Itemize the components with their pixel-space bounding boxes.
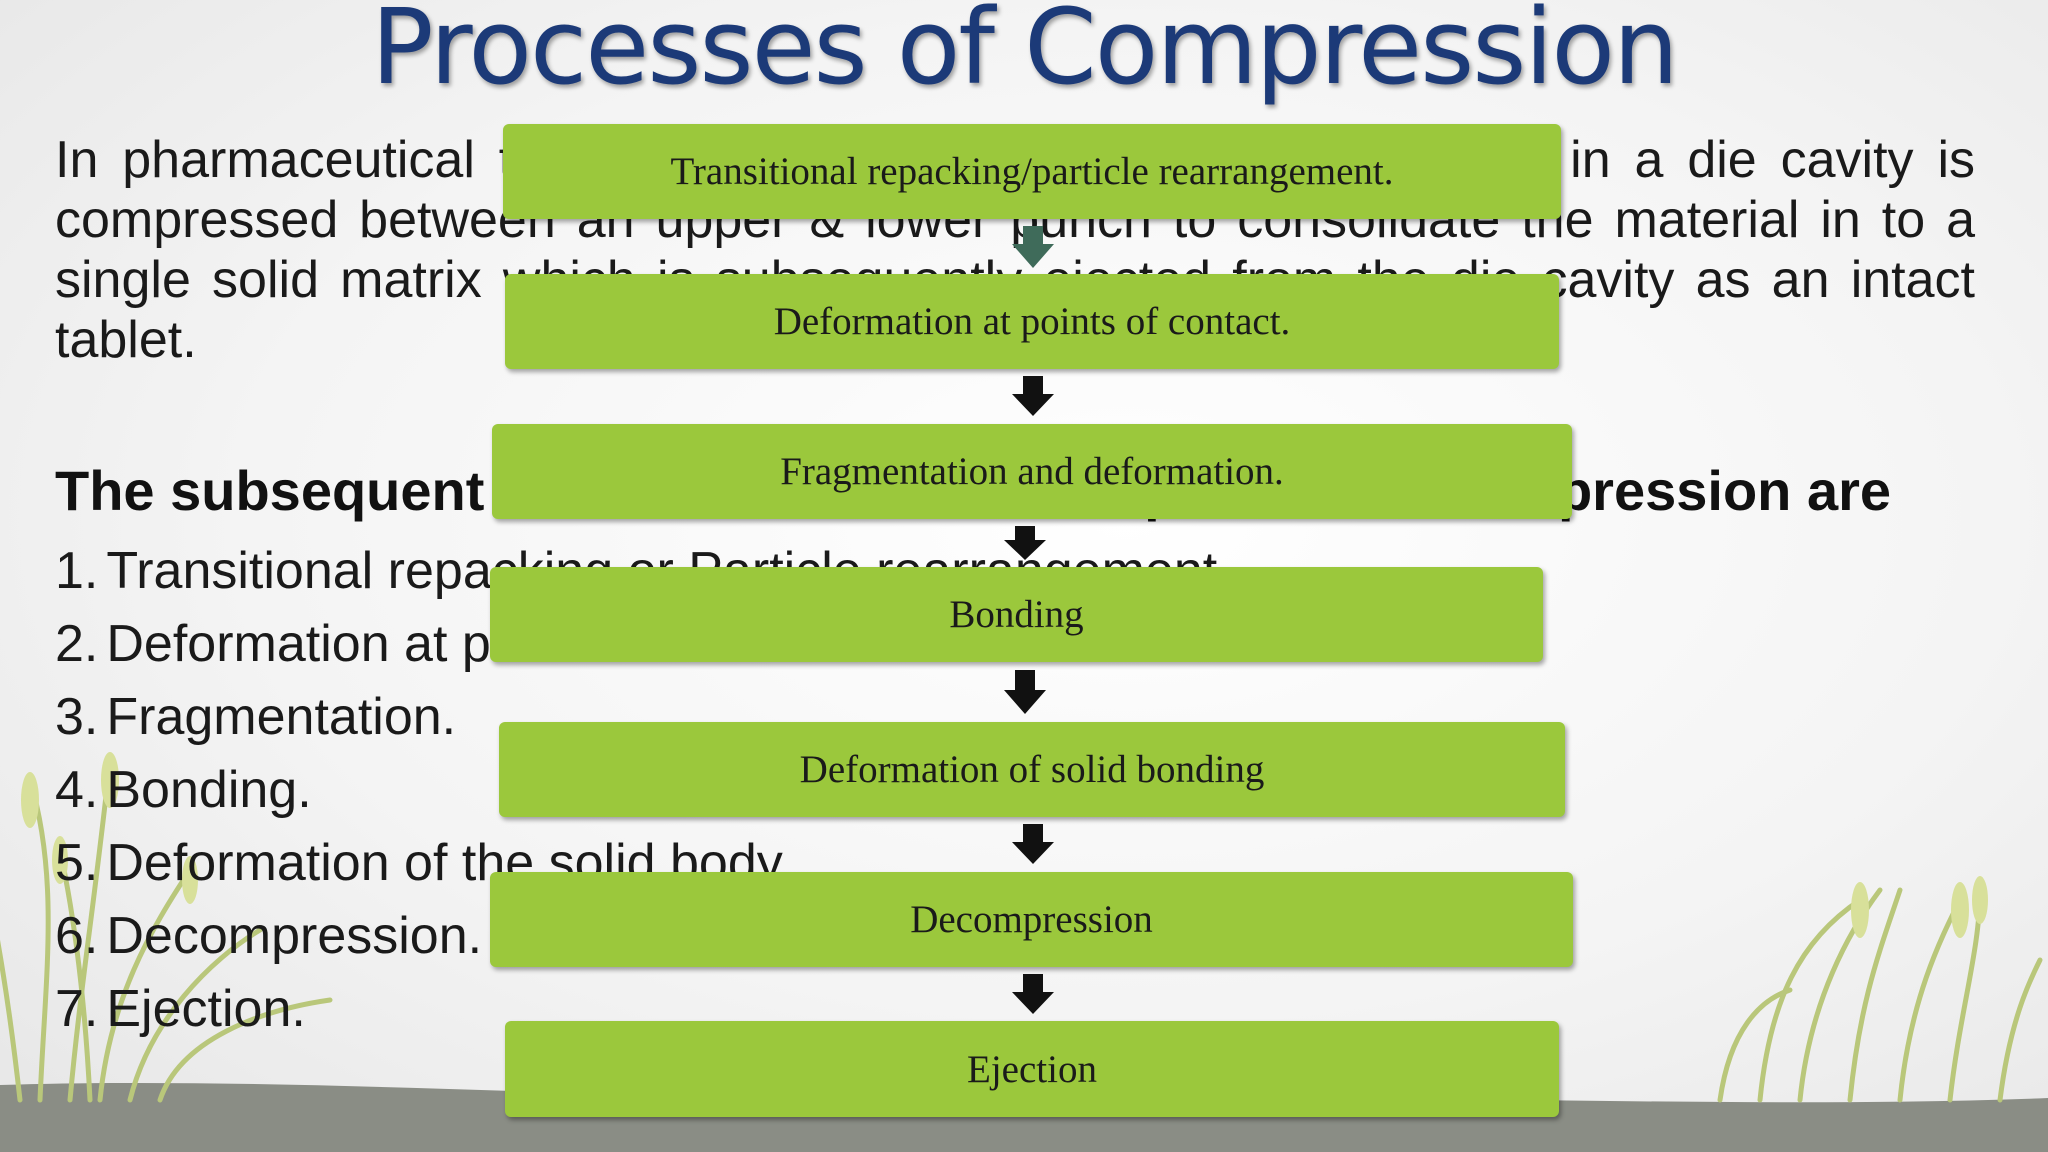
flow-box-bonding: Bonding — [490, 567, 1543, 662]
list-item: 3.Fragmentation. — [55, 688, 457, 746]
list-item: 4.Bonding. — [55, 761, 312, 819]
list-item: 6.Decompression. — [55, 907, 483, 965]
grass-right-heads — [1851, 876, 1988, 938]
down-arrow-icon — [1012, 824, 1054, 864]
flow-box-label: Ejection — [967, 1047, 1097, 1091]
flow-box-label: Deformation of solid bonding — [799, 748, 1265, 791]
flow-box-decompression: Decompression — [490, 872, 1573, 967]
grass-right — [1717, 887, 2043, 1103]
flow-box-deformation-contact: Deformation at points of contact. — [505, 274, 1559, 369]
down-arrow-icon — [1012, 226, 1054, 268]
down-arrow-icon — [1012, 974, 1054, 1014]
flow-box-solid-bonding: Deformation of solid bonding — [499, 722, 1565, 817]
flow-box-label: Transitional repacking/particle rearrang… — [670, 150, 1394, 193]
list-item: 7.Ejection. — [55, 980, 306, 1038]
slide-title: Processes of Compression — [371, 0, 1679, 108]
grass-left — [0, 757, 333, 1103]
down-arrow-icon — [1004, 670, 1046, 714]
flow-box-label: Decompression — [910, 898, 1153, 941]
flow-box-fragmentation: Fragmentation and deformation. — [492, 424, 1572, 519]
flow-box-label: Bonding — [949, 593, 1084, 636]
down-arrow-icon — [1004, 526, 1046, 560]
flow-box-rearrangement: Transitional repacking/particle rearrang… — [503, 124, 1561, 219]
down-arrow-icon — [1012, 376, 1054, 416]
grass-left-heads — [21, 752, 198, 904]
flow-box-label: Deformation at points of contact. — [773, 300, 1291, 343]
flow-box-ejection: Ejection — [505, 1021, 1559, 1117]
flow-box-label: Fragmentation and deformation. — [780, 450, 1284, 493]
